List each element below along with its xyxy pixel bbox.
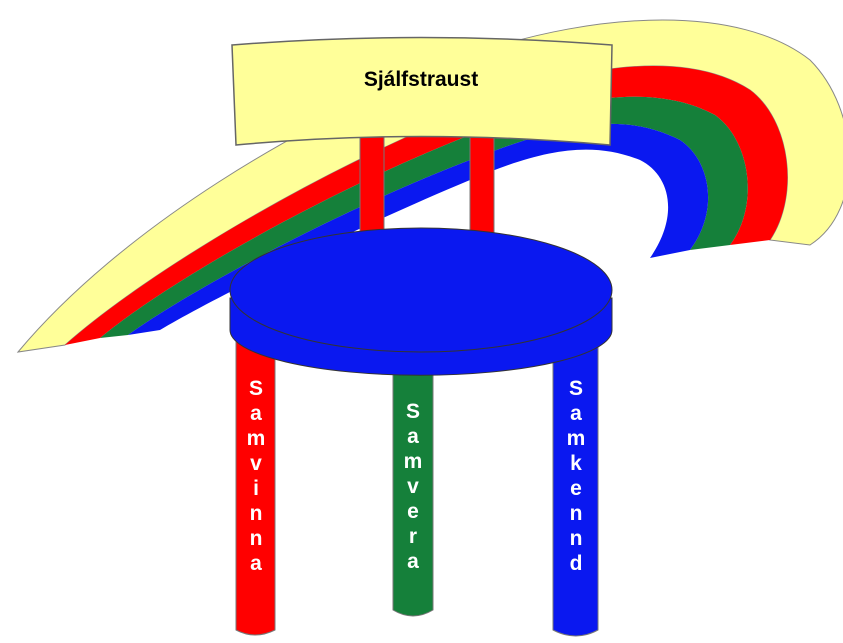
seat-top: [229, 227, 613, 353]
leg-left-body: [235, 339, 276, 636]
leg-right-body: [552, 339, 599, 637]
backrest-board: [231, 36, 613, 146]
backrest-label: Sjálfstraust: [364, 68, 478, 91]
backrest: Sjálfstraust: [231, 36, 613, 146]
rainbow-band-green: [100, 96, 748, 338]
rainbow-band-blue: [128, 123, 709, 335]
leg-middle-body: [392, 359, 434, 617]
rainbow-band-red: [65, 66, 788, 346]
seat: [229, 227, 613, 376]
